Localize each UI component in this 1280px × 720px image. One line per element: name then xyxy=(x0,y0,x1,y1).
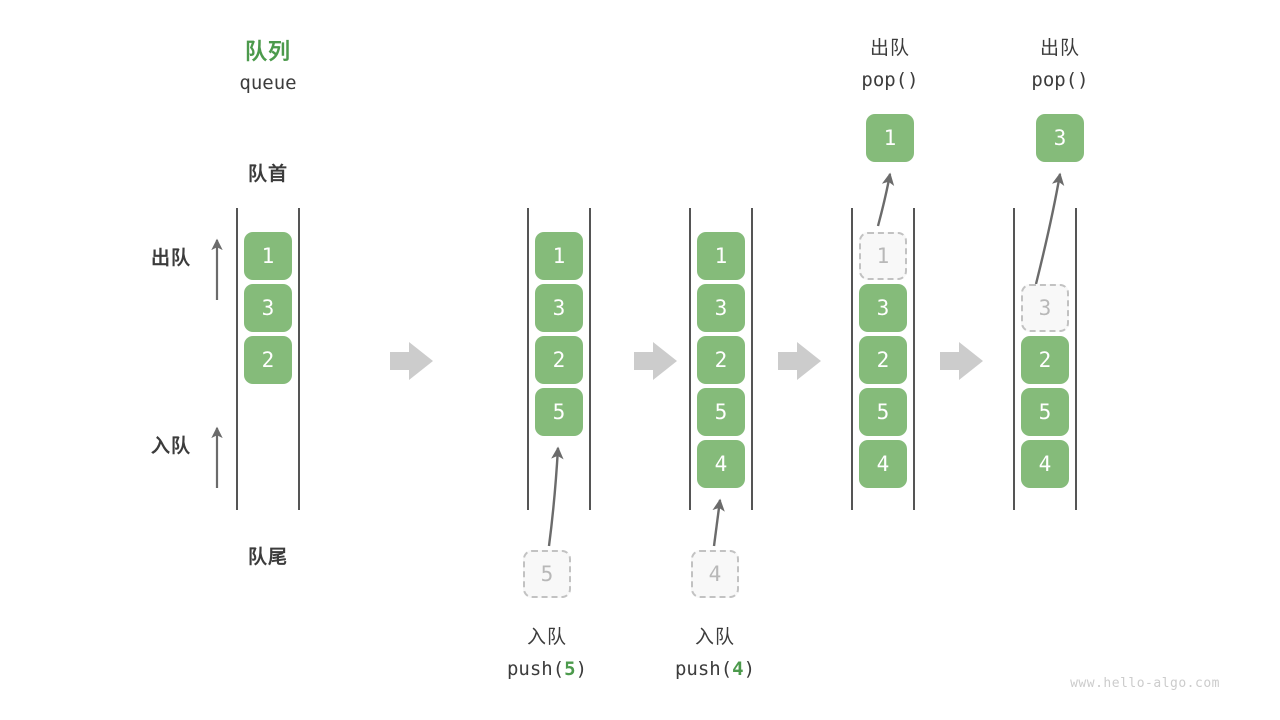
queue-cell: 2 xyxy=(1021,336,1069,384)
popped-cell: 1 xyxy=(866,114,914,162)
push4-caption-code: push(4) xyxy=(674,658,756,680)
queue-cell: 3 xyxy=(535,284,583,332)
diagram-title-en: queue xyxy=(239,72,297,94)
popped-cell: 3 xyxy=(1036,114,1084,162)
queue-rail-right xyxy=(751,208,753,510)
rear-label: 队尾 xyxy=(247,547,288,568)
queue-cell: 1 xyxy=(697,232,745,280)
column-pop3: 3 2 5 4 xyxy=(1013,208,1077,510)
push5-caption-cn: 入队 xyxy=(526,627,567,648)
queue-cell: 2 xyxy=(535,336,583,384)
queue-rail-left xyxy=(1013,208,1015,510)
queue-rail-left xyxy=(236,208,238,510)
watermark: www.hello-algo.com xyxy=(1070,676,1220,691)
queue-cell: 3 xyxy=(859,284,907,332)
push5-caption-code: push(5) xyxy=(506,658,588,680)
step-arrow xyxy=(390,342,433,380)
queue-cell-removed: 1 xyxy=(859,232,907,280)
queue-rail-right xyxy=(913,208,915,510)
step-arrow xyxy=(940,342,983,380)
queue-cell: 4 xyxy=(859,440,907,488)
queue-cell: 1 xyxy=(244,232,292,280)
queue-cell: 5 xyxy=(697,388,745,436)
queue-cell: 5 xyxy=(1021,388,1069,436)
front-label: 队首 xyxy=(247,164,288,185)
queue-cell: 3 xyxy=(697,284,745,332)
incoming-ghost-cell: 5 xyxy=(523,550,571,598)
column-push4: 1 3 2 5 4 xyxy=(689,208,753,510)
pop1-header-cn: 出队 xyxy=(869,38,910,59)
queue-cell: 2 xyxy=(859,336,907,384)
queue-rail-left xyxy=(851,208,853,510)
queue-cell: 2 xyxy=(697,336,745,384)
push4-arg: 4 xyxy=(732,658,744,680)
queue-cell: 5 xyxy=(859,388,907,436)
queue-rail-right xyxy=(1075,208,1077,510)
enqueue-axis-label: 入队 xyxy=(150,436,191,457)
step-arrow xyxy=(634,342,677,380)
column-pop1: 1 3 2 5 4 xyxy=(851,208,915,510)
step-arrow xyxy=(778,342,821,380)
pop1-header-code: pop() xyxy=(861,69,919,91)
queue-cell: 3 xyxy=(244,284,292,332)
incoming-ghost-cell: 4 xyxy=(691,550,739,598)
push4-caption-cn: 入队 xyxy=(694,627,735,648)
push5-arg: 5 xyxy=(564,658,576,680)
queue-rail-right xyxy=(298,208,300,510)
queue-rail-left xyxy=(527,208,529,510)
queue-cell: 2 xyxy=(244,336,292,384)
pop3-header-code: pop() xyxy=(1031,69,1089,91)
column-push5: 1 3 2 5 xyxy=(527,208,591,510)
queue-rail-right xyxy=(589,208,591,510)
column-initial: 1 3 2 xyxy=(236,208,300,510)
queue-cell-new: 5 xyxy=(535,388,583,436)
diagram-title-cn: 队列 xyxy=(244,39,291,64)
queue-cell: 1 xyxy=(535,232,583,280)
queue-cell-new: 4 xyxy=(697,440,745,488)
queue-rail-left xyxy=(689,208,691,510)
queue-cell: 4 xyxy=(1021,440,1069,488)
pop3-header-cn: 出队 xyxy=(1039,38,1080,59)
dequeue-axis-label: 出队 xyxy=(150,248,191,269)
queue-cell-removed: 3 xyxy=(1021,284,1069,332)
